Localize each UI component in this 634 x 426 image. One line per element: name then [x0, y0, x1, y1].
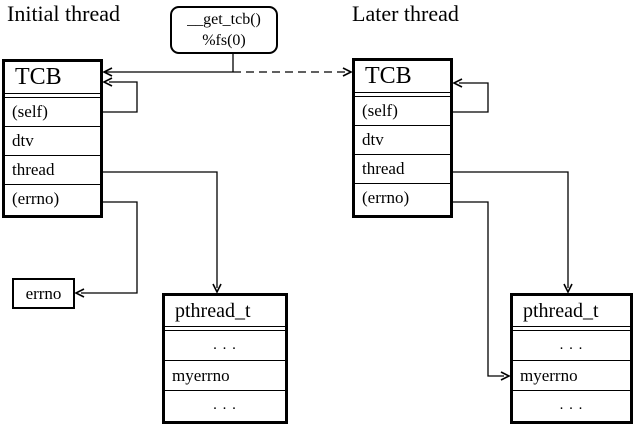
pthread-field-myerrno: myerrno: [165, 361, 285, 391]
get-tcb-function-label: __get_tcb(): [187, 11, 261, 28]
tcb-header-separator: [5, 94, 100, 98]
later-tcb-thread-to-pthread: [453, 171, 573, 294]
connector-gettcb-to-later-tcb-dashed: [233, 67, 353, 77]
tcb-box-initial: TCB (self) dtv thread (errno): [2, 59, 103, 218]
arrow-right-icon: [342, 67, 353, 77]
title-initial-thread: Initial thread: [7, 1, 121, 26]
tcb-field-thread: thread: [5, 156, 100, 185]
arrow-left-icon: [74, 288, 85, 298]
later-tcb-self-loop: [452, 78, 489, 113]
tcb-field-errno: (errno): [362, 188, 410, 207]
arrow-left-icon: [452, 78, 463, 88]
pthread-header: pthread_t: [165, 296, 285, 327]
tcb-field-self: (self): [355, 97, 450, 126]
pthread-field-dots-top: . . .: [165, 331, 285, 361]
pthread-header: pthread_t: [513, 296, 630, 327]
tcb-field-dtv: dtv: [355, 126, 450, 155]
pthread-header-separator: [513, 327, 630, 331]
title-later-thread: Later thread: [352, 1, 459, 26]
get-tcb-node: __get_tcb() %fs(0): [170, 6, 278, 54]
arrow-down-icon: [212, 283, 222, 294]
tcb-field-thread: thread: [355, 155, 450, 184]
tcb-box-later: TCB (self) dtv thread (errno): [352, 58, 453, 218]
connector-gettcb-to-initial-tcb: [102, 67, 233, 77]
arrow-down-icon: [563, 283, 573, 294]
tcb-field-self: (self): [5, 98, 100, 127]
errno-box: errno: [12, 278, 75, 309]
later-tcb-errno-to-myerrno: [453, 201, 511, 381]
pthread-box-later: pthread_t . . . myerrno . . .: [510, 293, 633, 424]
pthread-field-myerrno: myerrno: [513, 361, 630, 391]
arrow-right-icon: [500, 371, 511, 381]
pthread-field-dots-top: . . .: [513, 331, 630, 361]
pthread-field-dots-bottom: . . .: [213, 397, 237, 413]
arrow-left-icon: [102, 67, 113, 77]
arrow-left-icon: [102, 77, 113, 87]
tcb-field-dtv: dtv: [5, 127, 100, 156]
pthread-header-separator: [165, 327, 285, 331]
initial-tcb-thread-to-pthread: [103, 171, 222, 294]
tcb-header: TCB: [5, 62, 100, 94]
pthread-box-initial: pthread_t . . . myerrno . . .: [162, 293, 288, 424]
tcb-header-separator: [355, 93, 450, 97]
fs-register-label: %fs(0): [202, 32, 246, 49]
tcb-field-errno: (errno): [12, 189, 60, 208]
tcb-header: TCB: [355, 61, 450, 93]
pthread-field-dots-bottom: . . .: [559, 397, 584, 413]
initial-tcb-self-loop: [102, 77, 138, 113]
